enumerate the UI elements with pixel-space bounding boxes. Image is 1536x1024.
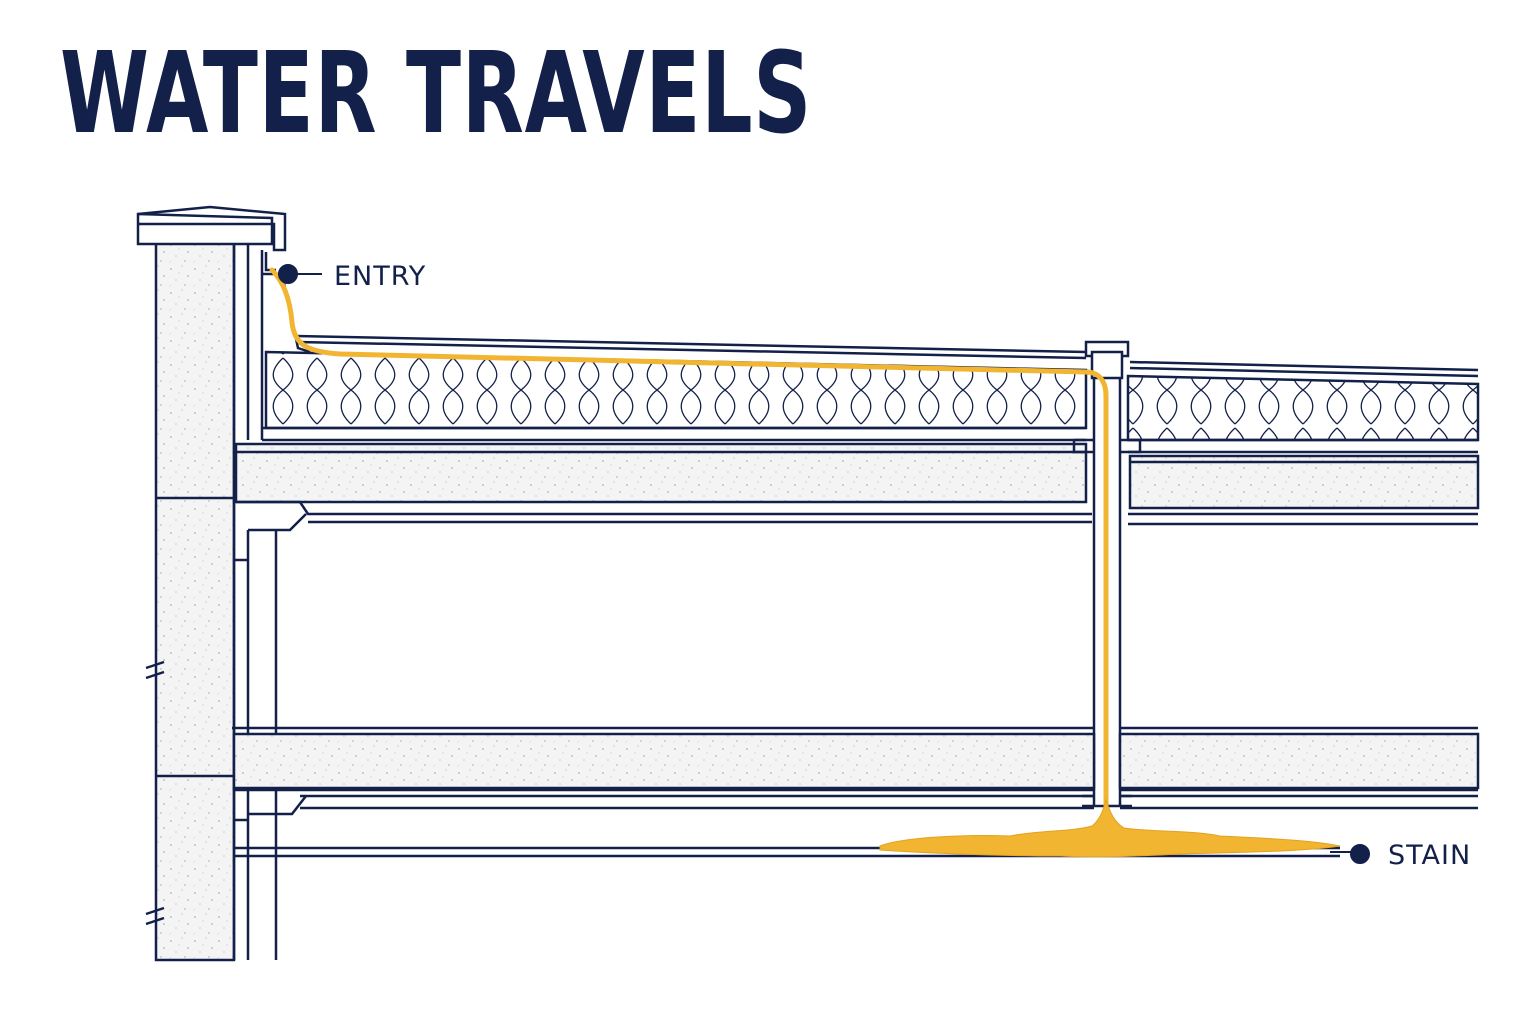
- coping-cap: [136, 205, 287, 272]
- stain-label: STAIN: [1388, 840, 1472, 871]
- roof-membrane: [295, 334, 1479, 378]
- water-path: [269, 267, 1341, 858]
- parapet-wall: [145, 240, 236, 962]
- insulation: [264, 350, 1480, 442]
- stain-callout: [1330, 844, 1370, 864]
- diagram-title: WATER TRAVELS: [60, 29, 813, 159]
- entry-callout: [278, 264, 322, 284]
- roof-slab: [234, 442, 1480, 510]
- floor-slab: [232, 726, 1480, 816]
- water-stain: [879, 798, 1341, 858]
- entry-label: ENTRY: [334, 261, 427, 292]
- flashing: [262, 272, 311, 354]
